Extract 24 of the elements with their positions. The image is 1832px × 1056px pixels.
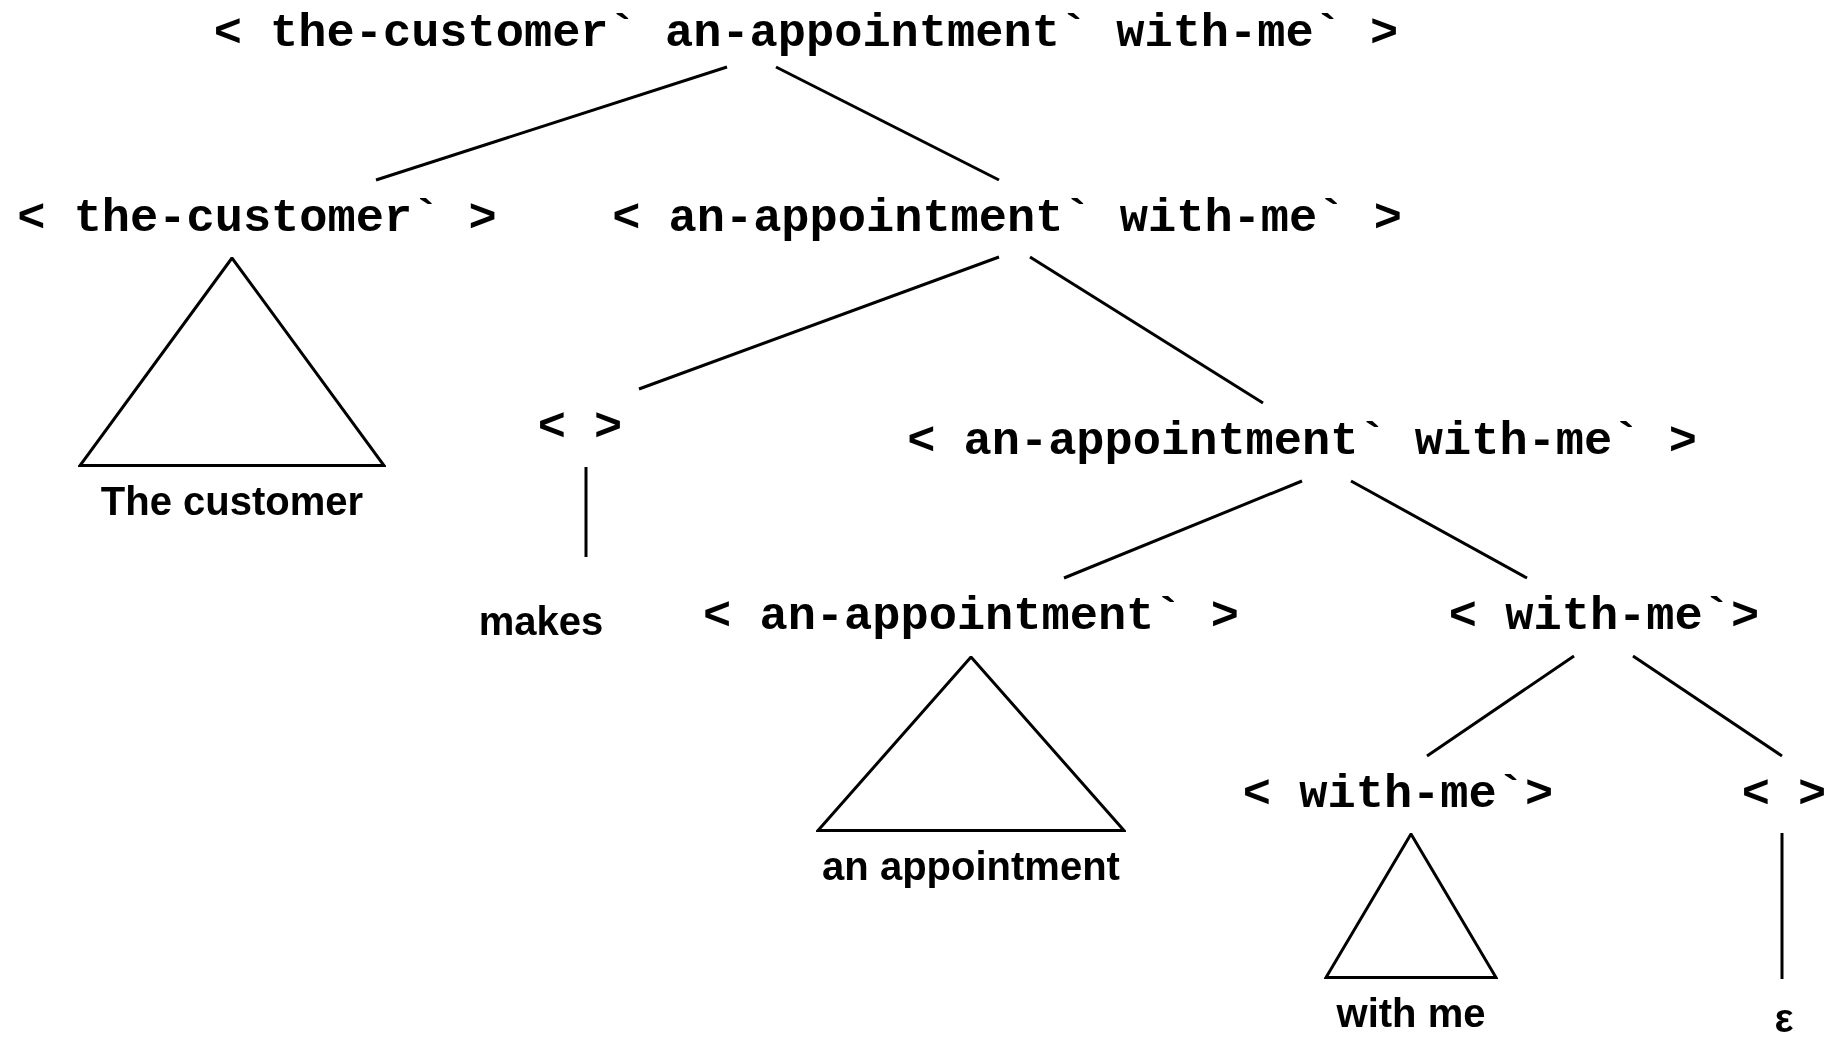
leaf-phrase: The customer xyxy=(100,479,364,523)
tree-branch-line xyxy=(1063,479,1303,580)
leaf-phrase: an appointment xyxy=(822,844,1120,888)
feature-label: < with-me`> xyxy=(1212,756,1584,833)
tree-branch-line xyxy=(638,255,1000,391)
leaf-phrase: with me xyxy=(1336,991,1486,1035)
feature-label: < with-me`> xyxy=(1418,578,1790,656)
feature-label: < the-customer` an-appointment` with-me` > xyxy=(183,0,1429,67)
leaf-word: ε xyxy=(1774,979,1794,1056)
tree-branch-line xyxy=(1426,654,1575,758)
feature-label: < an-appointment` with-me` > xyxy=(582,180,1432,257)
tree-branch-line xyxy=(1632,654,1783,758)
feature-label: < > xyxy=(507,389,653,467)
tree-branch-line xyxy=(584,467,588,557)
tree-branch-line xyxy=(375,65,728,182)
tree-branch-line xyxy=(775,65,1000,182)
feature-label: < an-appointment` with-me` > xyxy=(877,403,1727,481)
feature-label: < an-appointment` > xyxy=(673,578,1269,656)
feature-label: < the-customer` > xyxy=(0,180,527,257)
tree-branch-line xyxy=(1780,833,1784,979)
feature-label: < > xyxy=(1711,756,1832,833)
leaf-word: makes xyxy=(478,557,604,685)
tree-branch-line xyxy=(1350,479,1528,580)
tree-branch-line xyxy=(1029,255,1264,405)
